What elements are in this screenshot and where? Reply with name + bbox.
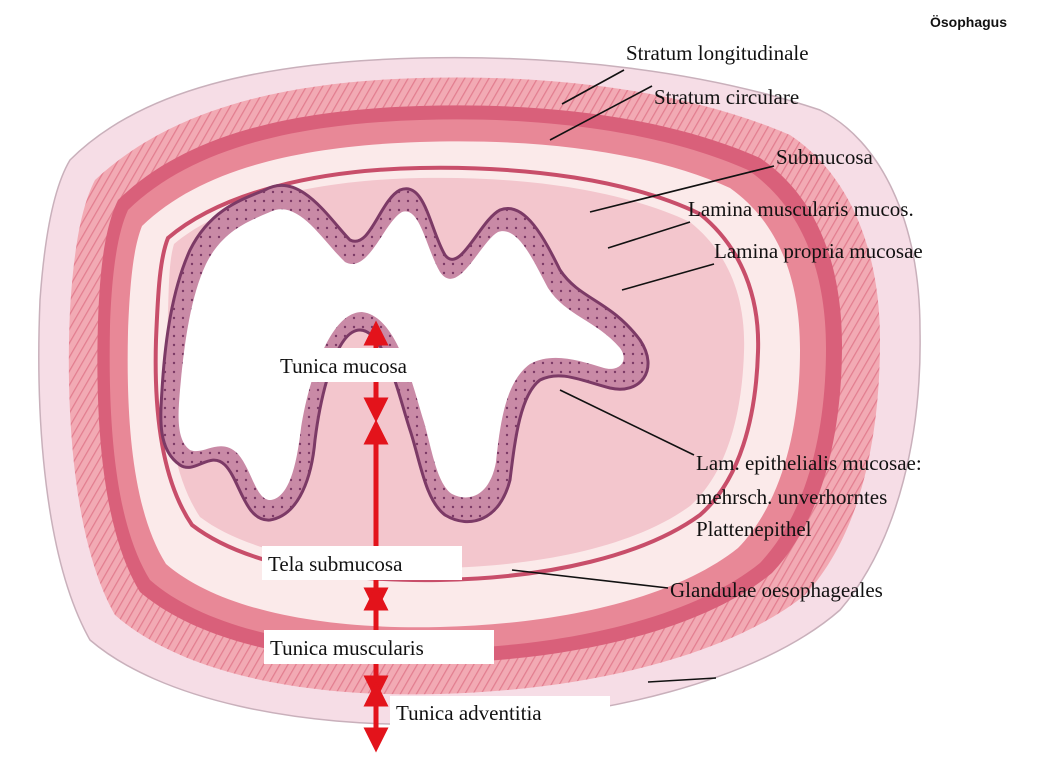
label-tunica-adventitia: Tunica adventitia xyxy=(396,701,542,725)
label-glandulae-oesophageales: Glandulae oesophageales xyxy=(670,578,883,602)
label-tela-submucosa: Tela submucosa xyxy=(268,552,403,576)
label-lamina-muscularis-mucos: Lamina muscularis mucos. xyxy=(688,197,914,221)
label-lam-epithelialis-line2: mehrsch. unverhorntes xyxy=(696,485,887,509)
page-title: Ösophagus xyxy=(930,14,1007,30)
label-tunica-mucosa: Tunica mucosa xyxy=(280,354,408,378)
label-stratum-longitudinale: Stratum longitudinale xyxy=(626,41,809,65)
label-stratum-circulare: Stratum circulare xyxy=(654,85,799,109)
label-submucosa: Submucosa xyxy=(776,145,874,169)
label-lam-epithelialis-line3: Plattenepithel xyxy=(696,517,812,541)
label-lamina-propria-mucosae: Lamina propria mucosae xyxy=(714,239,923,263)
label-tunica-muscularis: Tunica muscularis xyxy=(270,636,424,660)
label-lam-epithelialis-line1: Lam. epithelialis mucosae: xyxy=(696,451,922,475)
